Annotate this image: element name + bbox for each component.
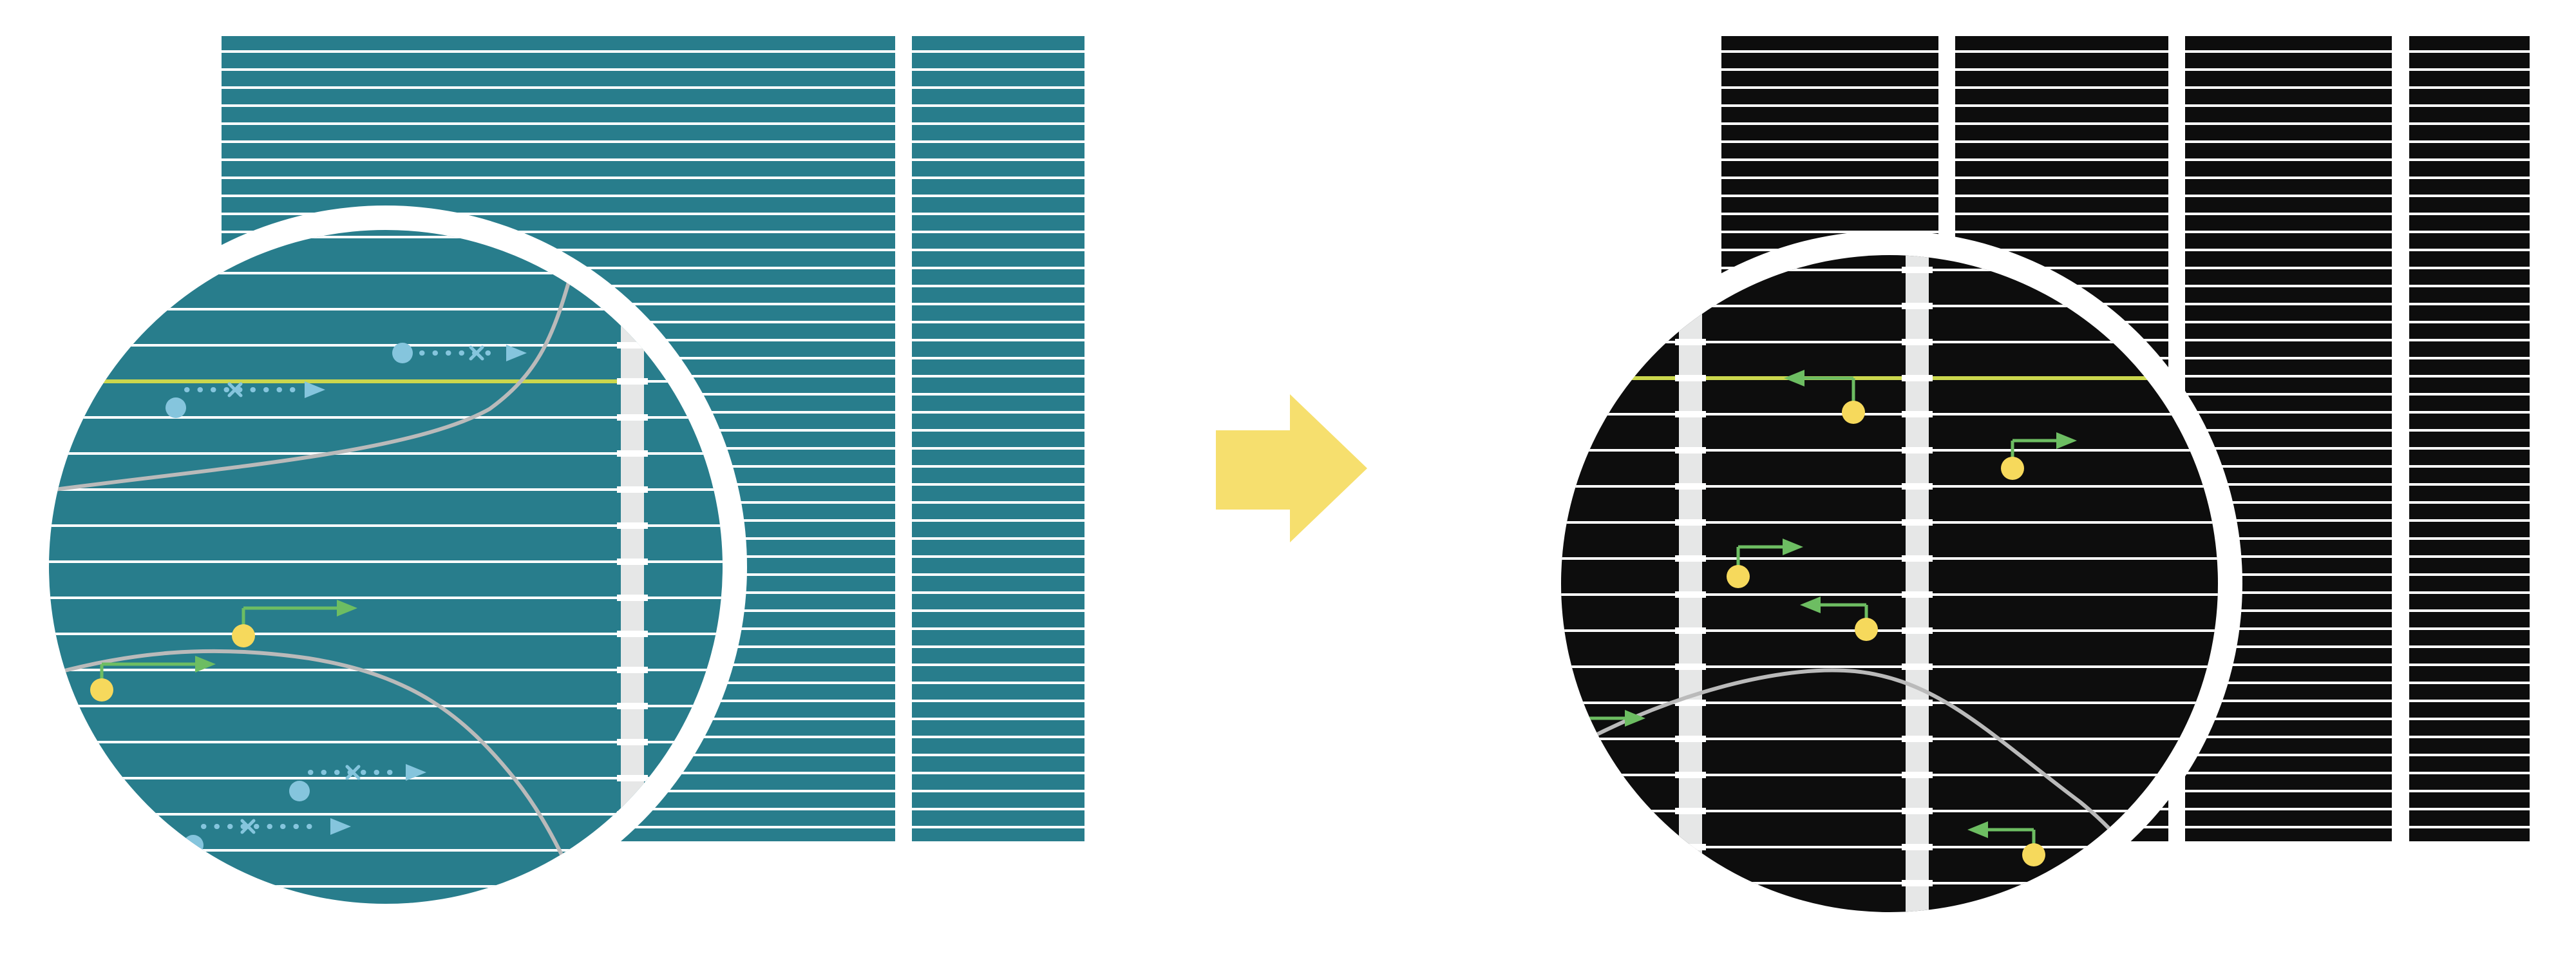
carrier-dot (2022, 843, 2045, 866)
grain-boundary-path (49, 649, 591, 904)
carrier-collection-marker (2001, 432, 2077, 480)
carrier-dot (232, 624, 255, 647)
lens-right (1537, 231, 2242, 937)
carrier-collection-marker (232, 600, 357, 647)
electron-dot (289, 781, 310, 801)
carrier-arrowhead-icon (1783, 539, 1803, 555)
electron-dot (392, 343, 413, 363)
electron-arrowhead-icon (406, 764, 426, 781)
transition-arrow-icon (1216, 394, 1367, 542)
right-cell-col-4 (2409, 36, 2530, 841)
electron-recombination-marker (166, 381, 325, 418)
grain-boundary-path (49, 243, 582, 493)
electron-dot (166, 397, 186, 418)
carrier-collection-marker (90, 656, 216, 702)
right-cell-col-3 (2185, 36, 2392, 841)
busbar (1679, 255, 1702, 912)
busbar (1906, 255, 1929, 912)
carrier-arrowhead-icon (1800, 597, 1821, 613)
carrier-collection-marker (1800, 597, 1878, 641)
carrier-dot (1842, 401, 1865, 424)
carrier-arrowhead-icon (1967, 821, 1988, 838)
electron-arrowhead-icon (305, 381, 325, 398)
carrier-arrowhead-icon (195, 656, 216, 673)
carrier-dot (1855, 618, 1878, 641)
electron-recombination-marker (289, 764, 426, 801)
electron-recombination-marker (392, 343, 527, 363)
carrier-arrowhead-icon (2056, 432, 2077, 449)
carrier-dot (90, 678, 113, 702)
left-cell-strip (912, 36, 1084, 841)
carrier-collection-marker (1727, 539, 1803, 588)
carrier-arrowhead-icon (337, 600, 357, 616)
lens-left (24, 205, 747, 928)
electron-arrowhead-icon (506, 345, 527, 361)
carrier-collection-marker (1967, 821, 2045, 866)
carrier-dot (2001, 457, 2024, 480)
carrier-dot (1727, 565, 1750, 588)
electron-arrowhead-icon (330, 818, 351, 835)
carrier-collection-marker (1784, 370, 1865, 424)
carrier-arrowhead-icon (1625, 710, 1645, 727)
carrier-arrowhead-icon (1784, 370, 1804, 387)
